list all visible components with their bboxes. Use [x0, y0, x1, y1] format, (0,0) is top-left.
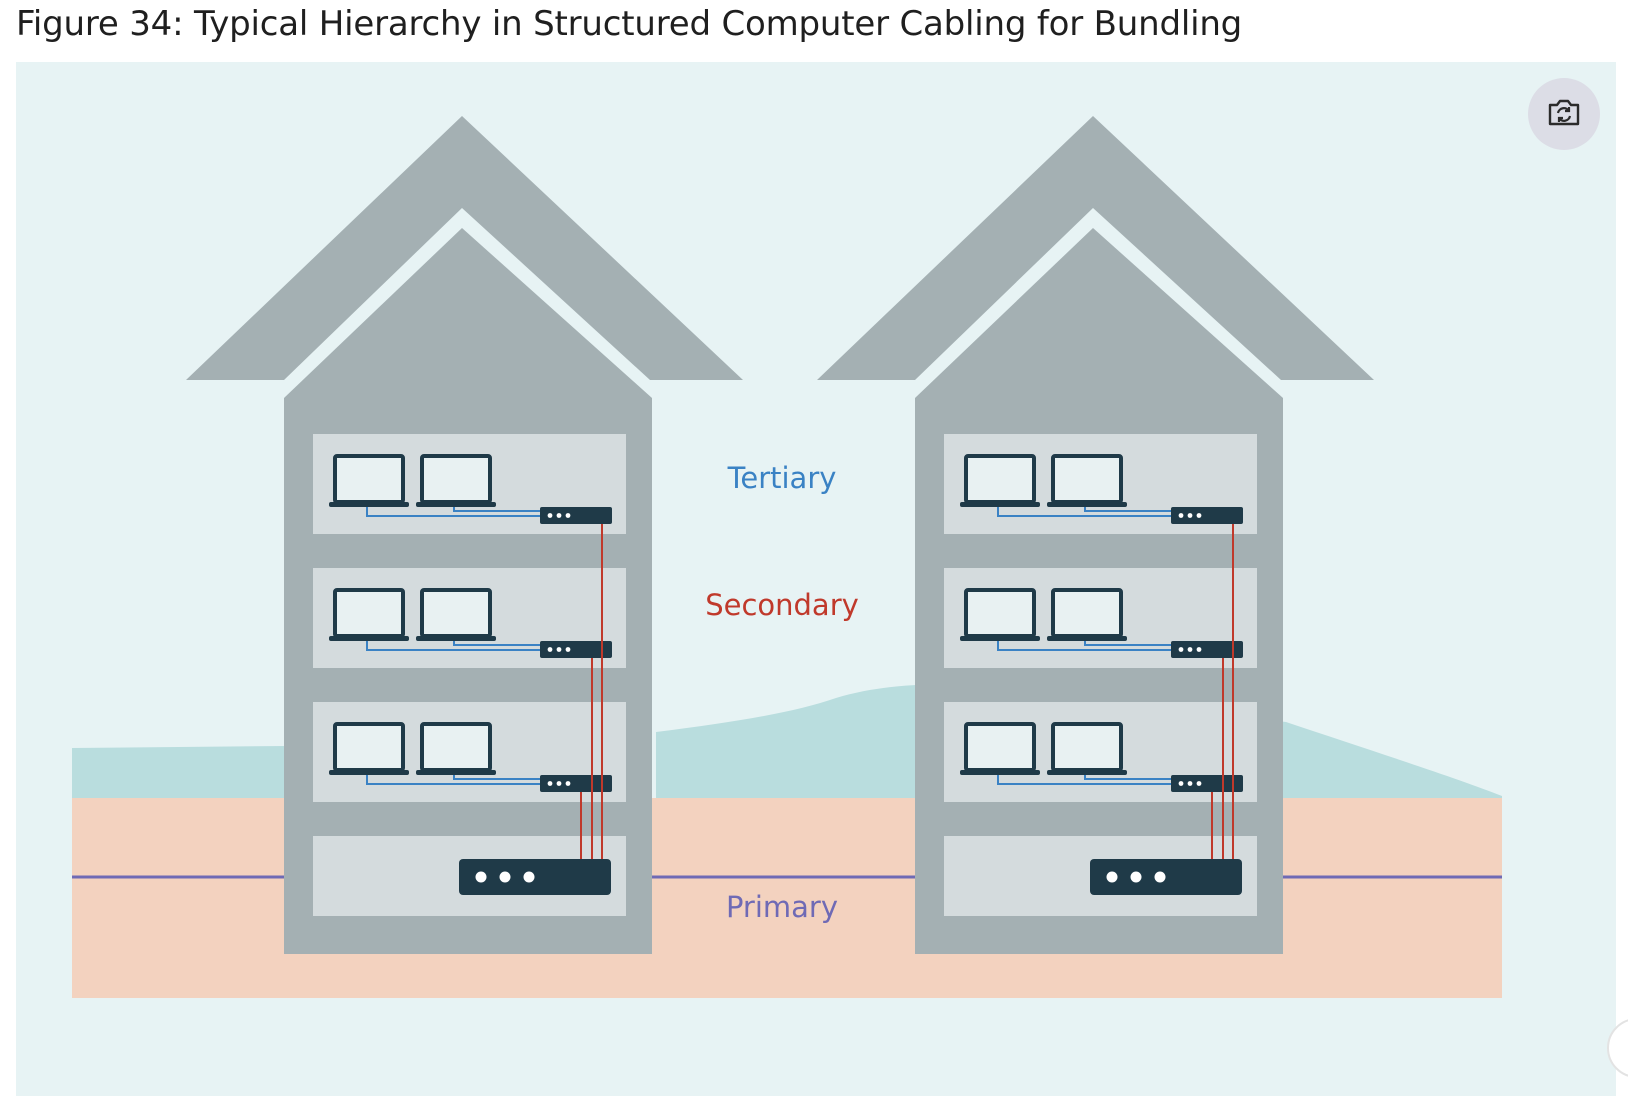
- cabling-diagram: Tertiary Secondary Primary: [16, 62, 1616, 1096]
- main-switch-icon: [459, 859, 611, 895]
- tertiary-cable: [997, 775, 1171, 785]
- floor-switch-icon: [1171, 641, 1243, 658]
- tertiary-cable: [366, 641, 540, 651]
- main-switch-icon: [1090, 859, 1242, 895]
- tertiary-label: Tertiary: [727, 461, 837, 495]
- laptop-icon: [329, 722, 409, 775]
- roof: [817, 116, 1374, 380]
- tertiary-cable: [453, 775, 540, 780]
- floor-switch-icon: [1171, 507, 1243, 524]
- laptop-icon: [1047, 722, 1127, 775]
- laptop-icon: [960, 454, 1040, 507]
- laptop-icon: [960, 588, 1040, 641]
- hill: [72, 746, 286, 798]
- tertiary-cable: [1084, 641, 1171, 646]
- floor-switch-icon: [540, 641, 612, 658]
- floor-switch-icon: [540, 507, 612, 524]
- tertiary-cable: [366, 507, 540, 517]
- secondary-label: Secondary: [705, 588, 859, 622]
- tertiary-cable: [1084, 775, 1171, 780]
- laptop-icon: [1047, 588, 1127, 641]
- camera-rotate-icon: [1547, 97, 1581, 131]
- laptop-icon: [960, 722, 1040, 775]
- floor-switch-icon: [540, 775, 612, 792]
- tertiary-cable: [997, 641, 1171, 651]
- tertiary-cable: [1084, 507, 1171, 512]
- building-right: [817, 116, 1374, 954]
- floor-switch-icon: [1171, 775, 1243, 792]
- laptop-icon: [416, 454, 496, 507]
- tertiary-cable: [453, 641, 540, 646]
- tertiary-cable: [366, 775, 540, 785]
- primary-label: Primary: [726, 890, 838, 924]
- camera-button[interactable]: [1528, 78, 1600, 150]
- laptop-icon: [416, 588, 496, 641]
- roof: [186, 116, 743, 380]
- tertiary-cable: [997, 507, 1171, 517]
- laptop-icon: [416, 722, 496, 775]
- figure-caption: Figure 34: Typical Hierarchy in Structur…: [16, 4, 1243, 44]
- tertiary-cable: [453, 507, 540, 512]
- laptop-icon: [329, 588, 409, 641]
- laptop-icon: [1047, 454, 1127, 507]
- laptop-icon: [329, 454, 409, 507]
- building-left: [186, 116, 743, 954]
